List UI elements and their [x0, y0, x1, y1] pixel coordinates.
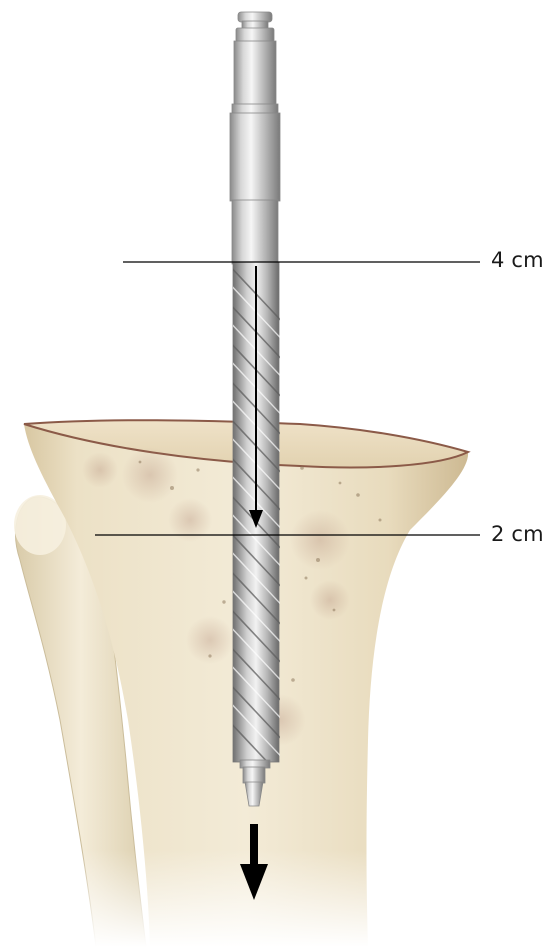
depth-label-4cm: 4 cm: [491, 250, 544, 271]
depth-label-2cm: 2 cm: [491, 524, 544, 545]
